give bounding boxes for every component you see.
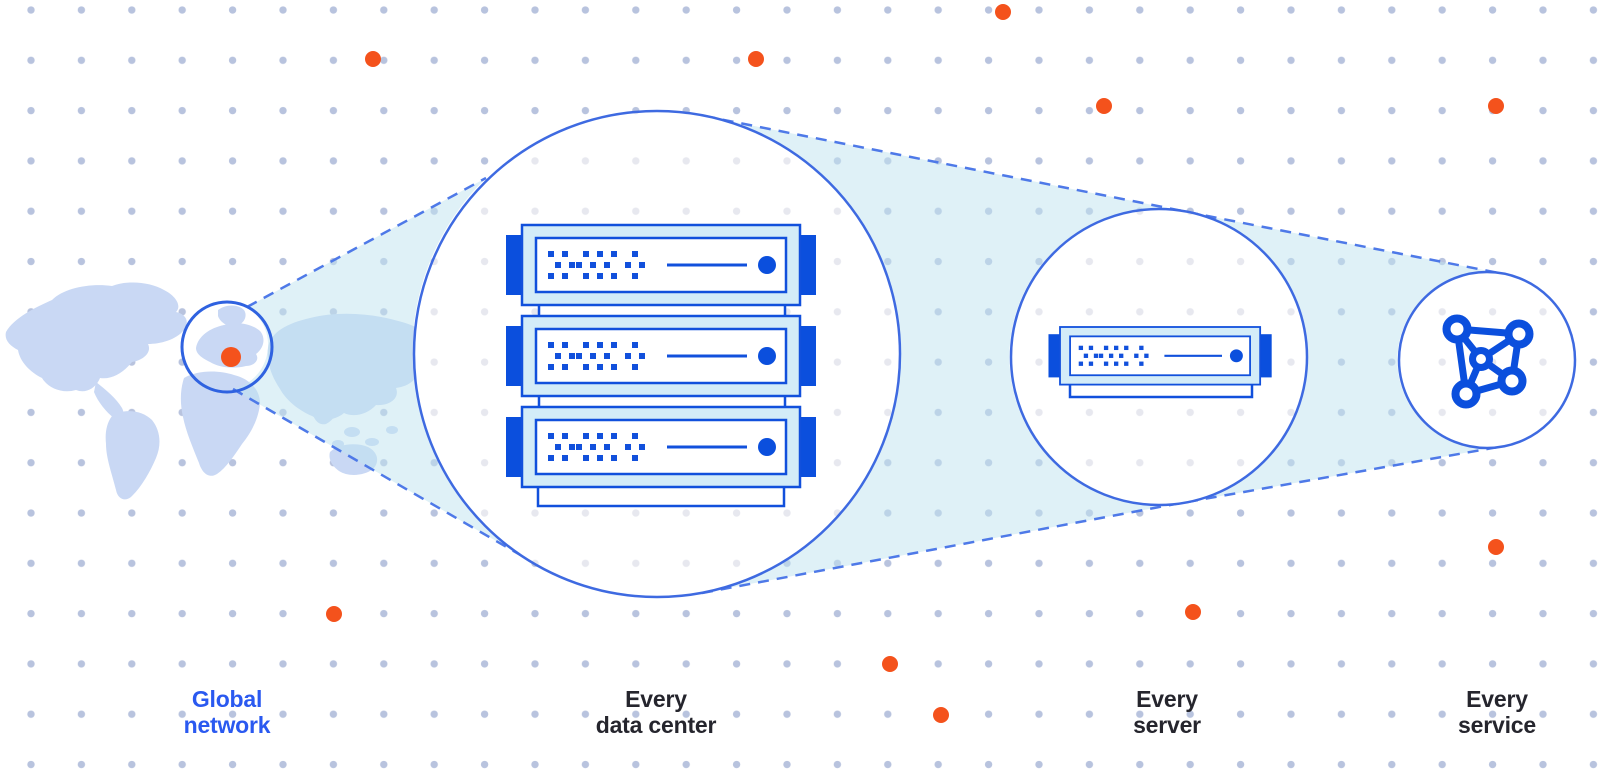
orange-dot <box>933 707 949 723</box>
map-europe <box>196 323 264 368</box>
label-line: service <box>1458 712 1536 738</box>
global-network-highlight <box>180 300 274 394</box>
service-circle <box>1397 270 1577 450</box>
label-line: Every <box>1466 686 1528 712</box>
orange-dot <box>221 347 241 367</box>
orange-dot <box>365 51 381 67</box>
dashed-line <box>1186 444 1505 504</box>
network-graph-icon <box>1442 314 1534 409</box>
server-icon <box>504 223 818 307</box>
server-circle <box>1009 207 1309 507</box>
label-line: Every <box>1136 686 1198 712</box>
graph-node <box>1504 319 1534 349</box>
orange-dot <box>1488 98 1504 114</box>
graph-node <box>1451 379 1481 409</box>
dashed-line <box>701 500 1187 595</box>
orange-dot <box>1096 98 1112 114</box>
map-central-america <box>94 382 124 420</box>
label-every-server: Every server <box>1037 686 1297 738</box>
beam-map-to-datacenter <box>233 178 536 564</box>
orange-accent-dots <box>221 4 1504 723</box>
beam-server-to-service <box>1187 212 1504 502</box>
orange-dot <box>1185 604 1201 620</box>
orange-dot <box>1488 539 1504 555</box>
graph-node <box>1497 366 1527 396</box>
data-center-circle <box>412 109 902 599</box>
server-rack-icon <box>504 223 818 508</box>
label-every-data-center: Every data center <box>526 686 786 738</box>
label-line: network <box>183 712 271 738</box>
label-line: data center <box>595 712 717 738</box>
graph-center-node <box>1469 347 1493 371</box>
server-icon <box>1047 325 1273 399</box>
map-scandinavia <box>218 305 246 327</box>
dashed-line <box>1186 210 1505 276</box>
label-line: Global <box>191 686 263 712</box>
label-line: server <box>1133 712 1201 738</box>
orange-dot <box>995 4 1011 20</box>
map-south-america <box>105 411 160 500</box>
server-icon <box>504 314 818 398</box>
orange-dot <box>882 656 898 672</box>
map-africa <box>180 371 260 476</box>
label-every-service: Every service <box>1367 686 1620 738</box>
server-icon <box>504 405 818 489</box>
map-north-america <box>5 282 187 392</box>
map-greenland <box>91 289 122 313</box>
orange-dot <box>748 51 764 67</box>
zoom-dashed-lines <box>232 114 1505 595</box>
dashed-line <box>232 387 537 566</box>
map-highlight-circle <box>180 300 274 394</box>
dashed-line <box>246 176 487 309</box>
orange-dot <box>326 606 342 622</box>
label-line: Every <box>625 686 687 712</box>
graph-node <box>1442 314 1472 344</box>
label-global-network: Global network <box>97 686 357 738</box>
dashed-line <box>703 114 1189 214</box>
